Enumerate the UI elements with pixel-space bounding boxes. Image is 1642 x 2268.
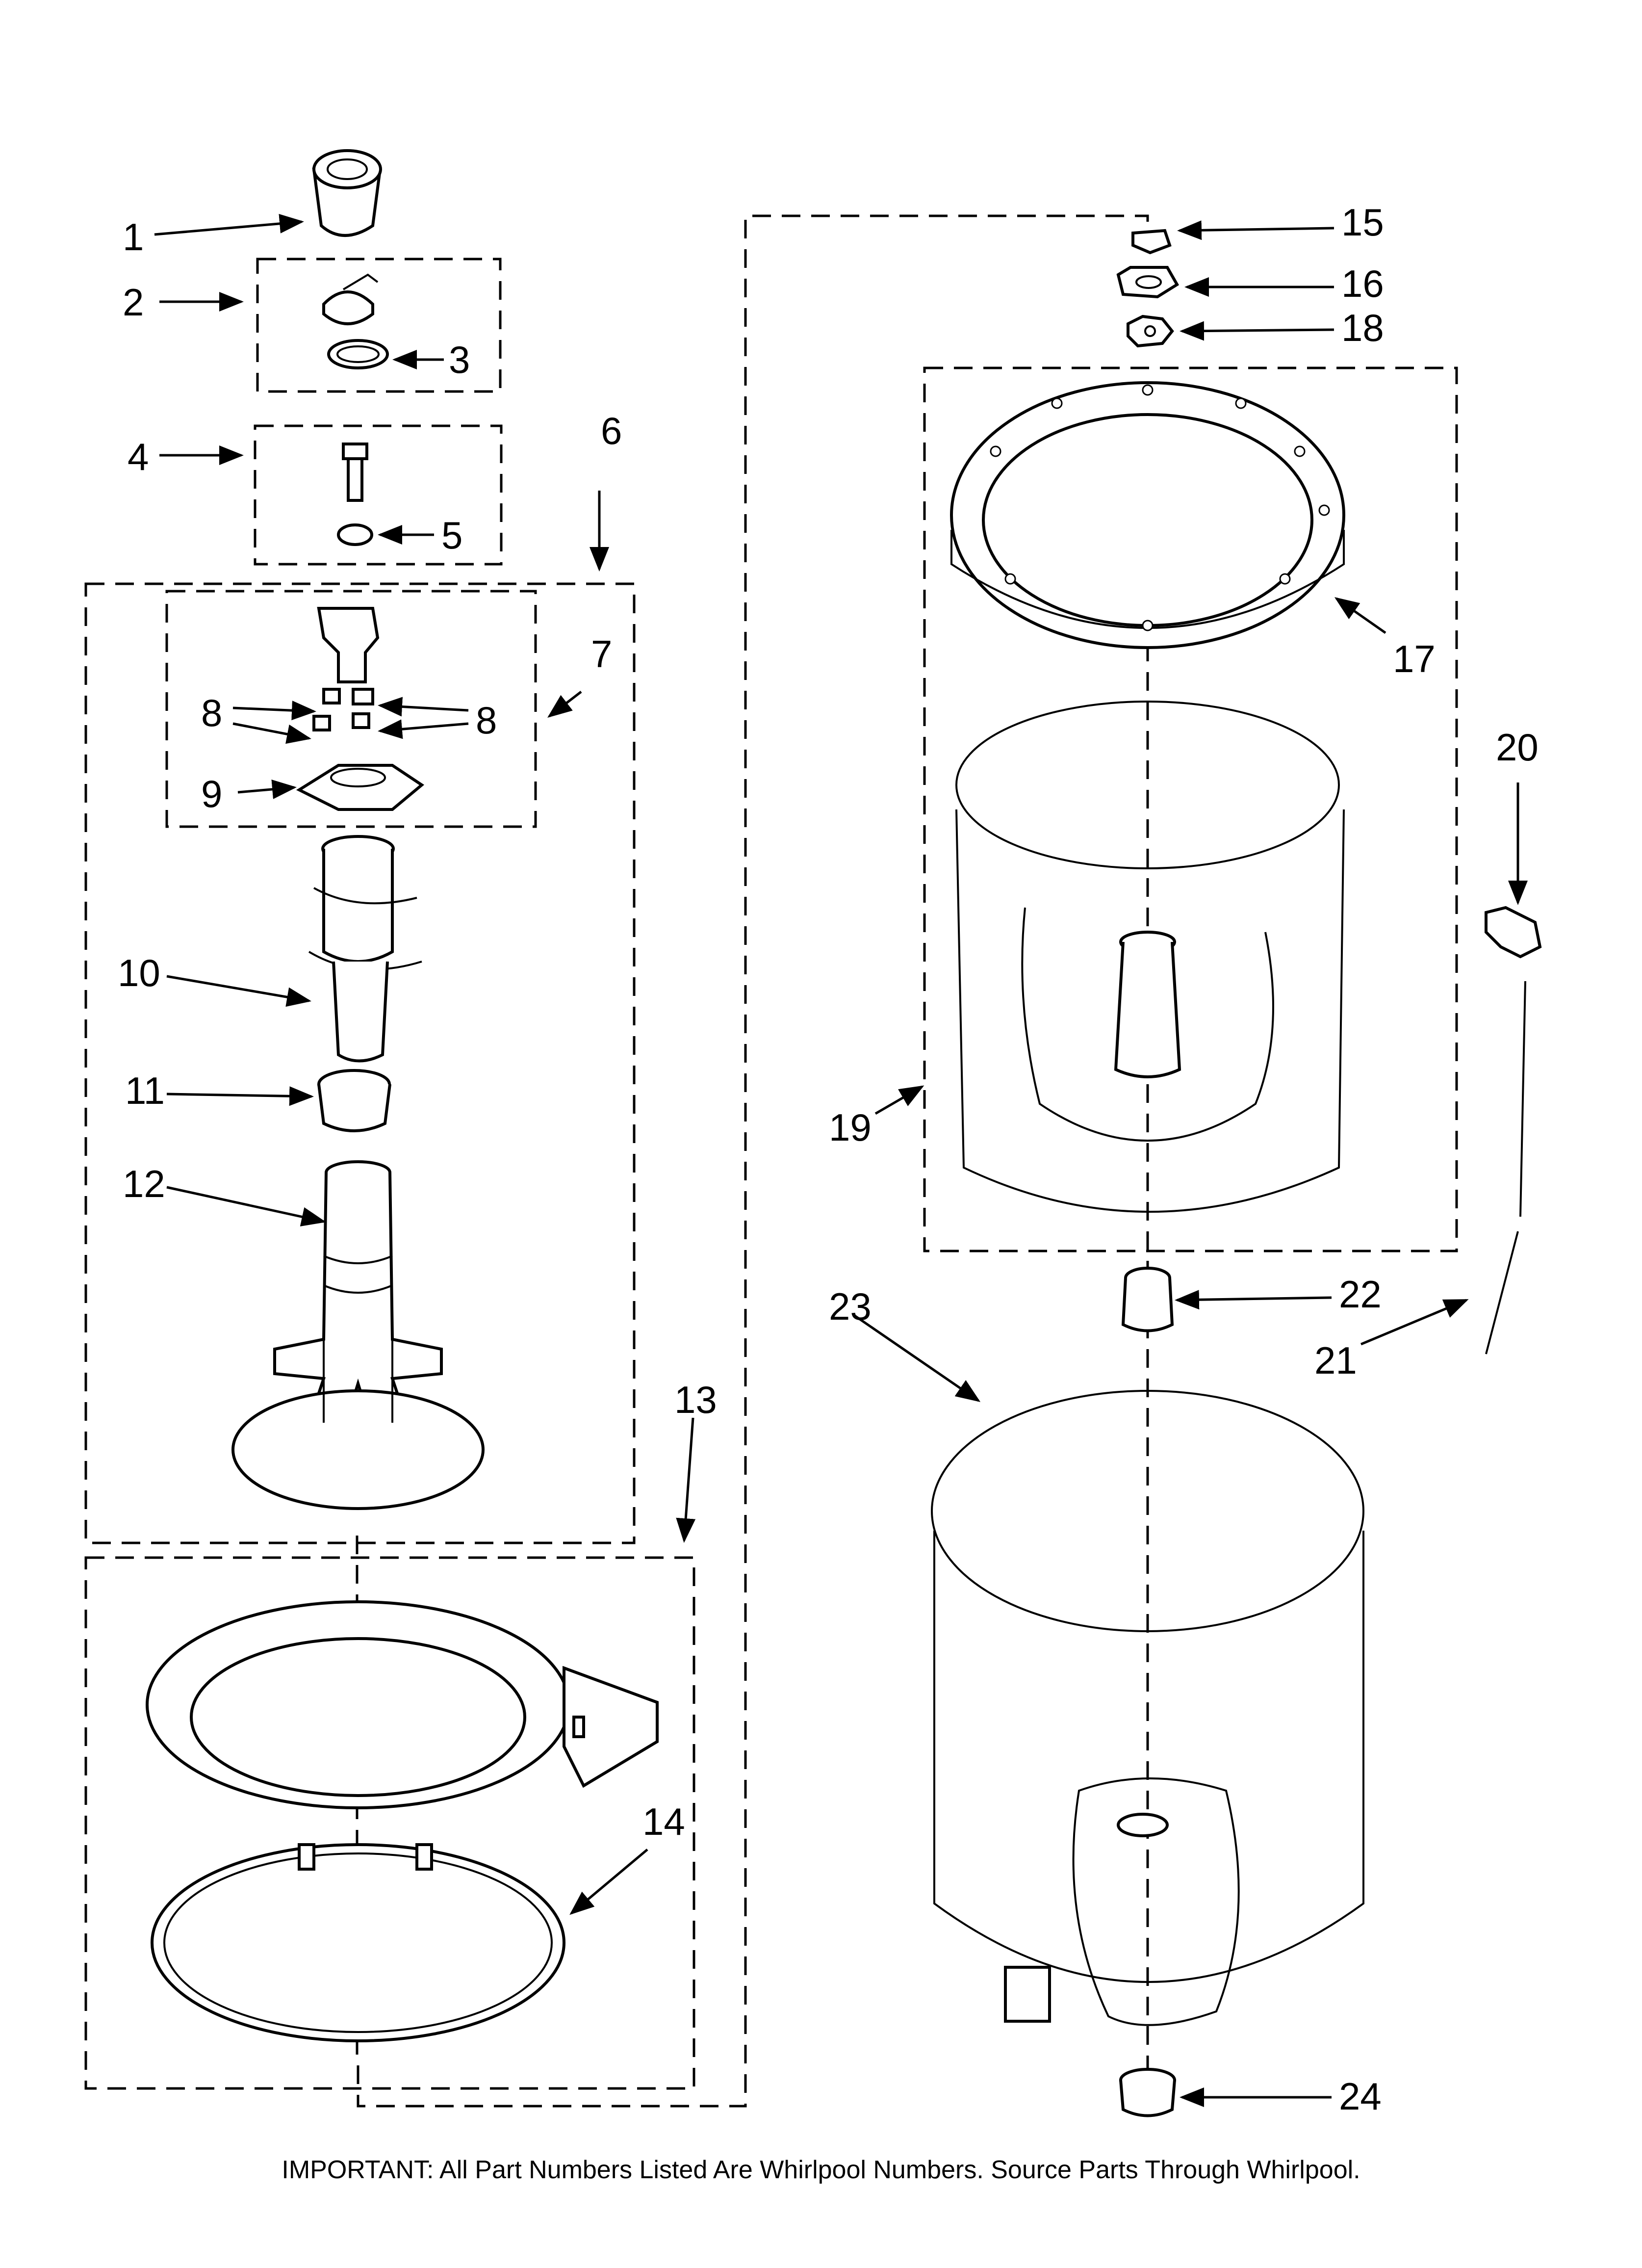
part-17-balance-ring-drawing: [950, 381, 1345, 649]
callout-16: 16: [1341, 262, 1384, 305]
part-13-drive-hub-drawing: [146, 1600, 659, 1809]
callout-labels: 1 2 3 4 5 6 7 8 8 9 10 11 12 13 14 15 16…: [118, 201, 1539, 2118]
callout-14: 14: [642, 1800, 685, 1843]
callout-4: 4: [128, 435, 149, 478]
group-box-4: [254, 424, 503, 566]
callout-21: 21: [1314, 1339, 1357, 1382]
group-box-13: [84, 1556, 695, 2090]
callout-9: 9: [201, 772, 222, 815]
callout-18: 18: [1341, 306, 1384, 349]
part-19-basket-drawing: [955, 701, 1345, 1213]
callout-17: 17: [1393, 637, 1436, 680]
callout-3: 3: [449, 338, 470, 381]
part-3-seal-drawing: [327, 339, 389, 369]
part-1-cap-drawing: [312, 149, 382, 237]
part-11-bearing-drawing: [317, 1069, 391, 1132]
callout-2: 2: [123, 281, 144, 324]
callout-20: 20: [1496, 726, 1539, 769]
part-16-plate-drawing: [1116, 266, 1180, 299]
callout-7: 7: [591, 632, 612, 676]
footer-important-note: IMPORTANT: All Part Numbers Listed Are W…: [282, 2156, 1360, 2184]
part-18-nut-drawing: [1127, 314, 1174, 348]
callout-5: 5: [441, 514, 462, 557]
group-box-17-19: [923, 366, 1458, 1252]
callout-1: 1: [123, 215, 144, 259]
callout-15: 15: [1341, 201, 1384, 244]
callout-6: 6: [601, 409, 622, 452]
part-5-washer-drawing: [337, 523, 373, 546]
part-4-bolt-drawing: [342, 443, 368, 502]
group-boxes: [84, 214, 1458, 2110]
callout-8-left: 8: [201, 691, 222, 734]
part-10-auger-drawing: [308, 835, 422, 1063]
assembly-connector-line: [357, 214, 1149, 2108]
part-7-dogs-assembly-drawing: [312, 607, 380, 731]
part-21-hose-drawing: [1485, 981, 1526, 1355]
callout-19: 19: [829, 1106, 872, 1149]
part-22-bushing-drawing: [1121, 1267, 1174, 1332]
group-box-6: [84, 582, 636, 1544]
callout-10: 10: [118, 951, 160, 994]
parts: [146, 149, 1542, 2117]
part-15-clip-drawing: [1131, 229, 1172, 255]
part-9-plate-drawing: [296, 764, 425, 811]
part-20-clip-drawing: [1485, 906, 1542, 959]
callout-11: 11: [125, 1069, 165, 1112]
leader-lines: [154, 213, 1528, 2107]
callout-12: 12: [123, 1162, 165, 1205]
part-2-cam-drawing: [322, 273, 379, 325]
part-24-plug-drawing: [1119, 2068, 1176, 2117]
group-box-2: [256, 258, 502, 393]
part-12-agitator-drawing: [231, 1160, 485, 1510]
callout-8-right: 8: [476, 699, 497, 742]
callout-24: 24: [1339, 2075, 1382, 2118]
callout-22: 22: [1339, 1273, 1382, 1316]
part-23-tub-drawing: [931, 1390, 1364, 2026]
part-14-ring-drawing: [151, 1843, 565, 2042]
group-box-7: [165, 590, 537, 828]
callout-13: 13: [674, 1378, 717, 1421]
callout-23: 23: [829, 1285, 872, 1328]
